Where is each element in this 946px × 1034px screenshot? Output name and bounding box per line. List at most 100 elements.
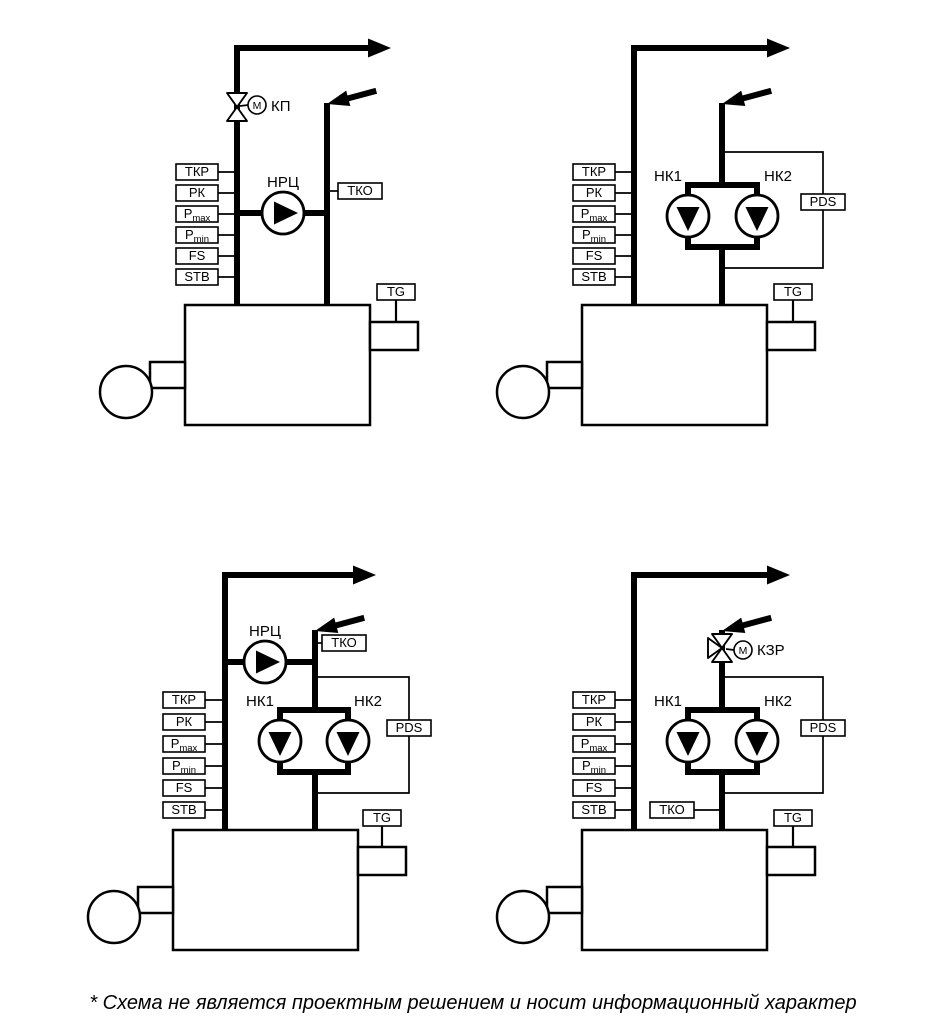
pds-label: PDS [810, 194, 837, 209]
tg-pocket [765, 320, 817, 352]
boiler [580, 303, 769, 427]
p-sub: max [589, 743, 607, 754]
sensor-box-stb [572, 801, 616, 819]
sensor-label-stb: STB [581, 802, 606, 817]
sensor-label-tkr: ТКР [582, 692, 606, 707]
tg-pocket [356, 845, 408, 877]
p-main: P [582, 758, 591, 773]
pump-impeller-icon [274, 201, 298, 225]
sensor-label-fs: FS [586, 248, 603, 263]
supply-pipe [222, 572, 355, 830]
sensor-label-pmin: Pmin [172, 758, 196, 776]
scheme-3: НРЦ ТКО НК1 НК2 PDS ТКР РК [86, 565, 432, 952]
sensor-box-rk [572, 713, 616, 731]
valve-kzr-label: КЗР [757, 642, 785, 659]
pds-box [800, 193, 846, 211]
sensor-label-fs: FS [586, 780, 603, 795]
pump-nrc: НРЦ [242, 623, 288, 685]
valve-kp-label: КП [271, 98, 291, 115]
p-sub: min [194, 234, 209, 245]
return-arrow-shaft [331, 614, 366, 630]
pds-label: PDS [810, 720, 837, 735]
sensor-label-tkr: ТКР [172, 692, 196, 707]
tko-label: ТКО [347, 183, 372, 198]
tg-pocket [368, 320, 420, 352]
sensor-box-tkr [175, 163, 219, 181]
boiler [580, 828, 769, 952]
pump-impeller-icon [676, 207, 700, 231]
supply-arrow-icon [767, 565, 790, 585]
sensor-box-rk [175, 184, 219, 202]
pump-impeller-icon [268, 732, 292, 756]
p-main: P [171, 736, 180, 751]
pds-sensor: PDS [800, 719, 846, 737]
tko-label: ТКО [659, 802, 684, 817]
pump-nrc-label: НРЦ [249, 623, 281, 640]
tg-sensor: TG [765, 809, 817, 877]
scheme-2: НК1 НК2 PDS ТКР РК Pmax Pmin FS [495, 38, 846, 427]
supply-arrow-icon [368, 38, 391, 58]
pump-nrc: НРЦ [260, 174, 306, 236]
supply-pipe [234, 45, 370, 305]
boiler [183, 303, 372, 427]
pds-sensor: PDS [386, 719, 432, 737]
sensor-box-rk [572, 184, 616, 202]
motor-icon [733, 640, 753, 660]
sensor-box-fs [572, 779, 616, 797]
sensor-box-pmax [572, 205, 616, 223]
supply-pipe [631, 45, 769, 305]
sensor-box-tkr [572, 163, 616, 181]
sensor-stack: ТКР РК Pmax Pmin FS STB [572, 691, 634, 819]
sensor-box-pmax [175, 205, 219, 223]
pds-label: PDS [396, 720, 423, 735]
boiler [171, 828, 360, 952]
tko-label: ТКО [331, 635, 356, 650]
valve-motor-link [725, 648, 735, 651]
sensor-label-fs: FS [176, 780, 193, 795]
scheme-4: М КЗР НК1 НК2 PDS ТКР РК Pmax [495, 565, 846, 952]
sensor-label-pmax: Pmax [581, 206, 608, 224]
burner-fan-icon [495, 889, 551, 945]
pump-nk2-label: НК2 [764, 693, 792, 710]
tko-box [321, 634, 367, 652]
valve-body-top [711, 633, 733, 649]
p-main: P [582, 227, 591, 242]
sensor-label-rk: РК [586, 185, 603, 200]
return-arrow-icon [722, 87, 773, 107]
pds-sensor: PDS [800, 193, 846, 211]
motor-icon [247, 95, 267, 115]
pump-nk1: НК1 [246, 693, 303, 764]
sensor-box-tkr [162, 691, 206, 709]
tg-sensor: TG [356, 809, 408, 877]
sensor-box-pmin [162, 757, 206, 775]
sensor-label-pmax: Pmax [171, 736, 198, 754]
tko-box [337, 182, 383, 200]
burner-duct [545, 885, 584, 915]
burner-fan-icon [98, 364, 154, 420]
return-arrow-icon [315, 614, 366, 634]
burner-fan-icon [495, 364, 551, 420]
burner-duct [148, 360, 187, 390]
valve-kp: М КП [226, 92, 291, 122]
tko-box [649, 801, 695, 819]
pump-nk1-label: НК1 [654, 693, 682, 710]
pump-nk1: НК1 [654, 693, 711, 764]
sensor-stack: ТКР РК Pmax Pmin FS STB [175, 163, 237, 286]
valve-body-top [226, 92, 248, 108]
sensor-box-pmin [572, 226, 616, 244]
pump-impeller-icon [745, 732, 769, 756]
footnote: * Схема не является проектным решением и… [89, 992, 857, 1014]
pump-nk2-label: НК2 [764, 168, 792, 185]
valve-motor-link [239, 104, 249, 107]
sensor-label-stb: STB [581, 269, 606, 284]
pump-nk2-label: НК2 [354, 693, 382, 710]
p-sub: max [192, 213, 210, 224]
sensor-label-rk: РК [176, 714, 193, 729]
sensor-label-pmin: Pmin [582, 758, 606, 776]
sensor-box-pmax [162, 735, 206, 753]
burner-fan-icon [86, 889, 142, 945]
valve-kzr: М КЗР [707, 633, 785, 663]
sensor-label-tkr: ТКР [582, 164, 606, 179]
return-arrow-head [722, 617, 746, 634]
